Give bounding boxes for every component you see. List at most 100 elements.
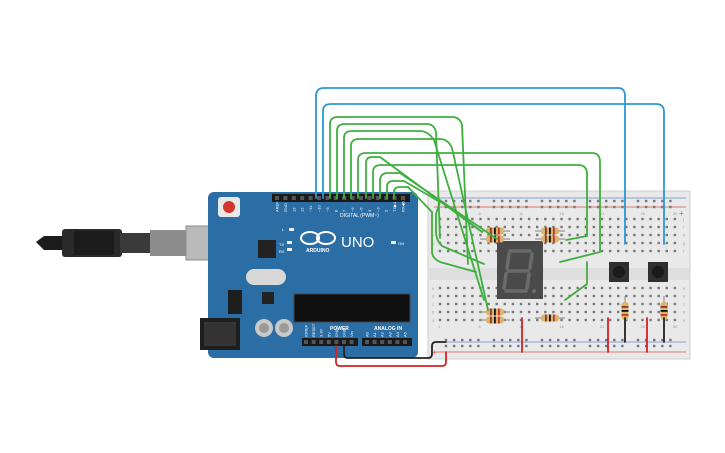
breadboard-hole[interactable] bbox=[560, 294, 563, 298]
power-rail-hole[interactable] bbox=[573, 338, 576, 342]
power-rail-hole[interactable] bbox=[565, 338, 568, 342]
breadboard-hole[interactable] bbox=[560, 217, 563, 221]
breadboard-hole[interactable] bbox=[576, 233, 579, 237]
breadboard-hole[interactable] bbox=[576, 225, 579, 229]
breadboard-hole[interactable] bbox=[487, 294, 490, 298]
breadboard-hole[interactable] bbox=[625, 318, 628, 322]
power-rail-hole[interactable] bbox=[636, 199, 640, 203]
breadboard-hole[interactable] bbox=[633, 225, 636, 229]
breadboard-hole[interactable] bbox=[527, 233, 531, 237]
breadboard-hole[interactable] bbox=[446, 318, 450, 322]
breadboard-hole[interactable] bbox=[568, 286, 571, 290]
power-rail-hole[interactable] bbox=[565, 199, 568, 203]
breadboard-hole[interactable] bbox=[568, 225, 571, 229]
breadboard-hole[interactable] bbox=[544, 294, 547, 298]
breadboard-hole[interactable] bbox=[584, 233, 587, 237]
power-rail-hole[interactable] bbox=[588, 338, 592, 342]
analog-pin[interactable] bbox=[372, 340, 377, 344]
breadboard-hole[interactable] bbox=[592, 294, 596, 298]
breadboard-hole[interactable] bbox=[608, 286, 612, 290]
breadboard-hole[interactable] bbox=[438, 286, 442, 290]
breadboard-hole[interactable] bbox=[446, 225, 450, 229]
power-rail-hole[interactable] bbox=[661, 199, 664, 203]
breadboard-hole[interactable] bbox=[455, 217, 458, 221]
digital-pin[interactable] bbox=[325, 196, 330, 200]
power-rail-hole[interactable] bbox=[653, 199, 656, 203]
breadboard-hole[interactable] bbox=[600, 233, 604, 237]
power-rail-hole[interactable] bbox=[588, 199, 592, 203]
power-rail-hole[interactable] bbox=[477, 344, 480, 348]
resistor[interactable] bbox=[480, 235, 510, 243]
breadboard-hole[interactable] bbox=[519, 310, 523, 314]
breadboard-hole[interactable] bbox=[608, 318, 612, 322]
breadboard-hole[interactable] bbox=[552, 310, 555, 314]
power-rail-hole[interactable] bbox=[621, 338, 624, 342]
breadboard-hole[interactable] bbox=[560, 310, 563, 314]
breadboard-hole[interactable] bbox=[495, 249, 498, 253]
breadboard-hole[interactable] bbox=[511, 318, 515, 322]
power-rail-hole[interactable] bbox=[525, 344, 528, 348]
digital-pin[interactable] bbox=[350, 196, 355, 200]
power-pin[interactable] bbox=[349, 340, 354, 344]
power-rail-hole[interactable] bbox=[636, 344, 640, 348]
breadboard-hole[interactable] bbox=[463, 286, 466, 290]
breadboard-hole[interactable] bbox=[673, 318, 677, 322]
power-rail-hole[interactable] bbox=[461, 205, 464, 209]
wire-blue-1[interactable] bbox=[315, 87, 626, 245]
power-rail-hole[interactable] bbox=[492, 338, 496, 342]
breadboard-hole[interactable] bbox=[560, 233, 563, 237]
breadboard-hole[interactable] bbox=[479, 217, 482, 221]
power-rail-hole[interactable] bbox=[444, 338, 448, 342]
resistor[interactable] bbox=[535, 227, 565, 235]
breadboard-hole[interactable] bbox=[471, 318, 474, 322]
breadboard-hole[interactable] bbox=[568, 217, 571, 221]
breadboard-hole[interactable] bbox=[560, 241, 563, 245]
power-rail-hole[interactable] bbox=[525, 205, 528, 209]
power-rail-hole[interactable] bbox=[653, 205, 656, 209]
breadboard-hole[interactable] bbox=[665, 225, 668, 229]
breadboard-hole[interactable] bbox=[641, 318, 644, 322]
breadboard-hole[interactable] bbox=[673, 310, 677, 314]
breadboard-hole[interactable] bbox=[633, 249, 636, 253]
breadboard-hole[interactable] bbox=[641, 233, 644, 237]
power-rail-hole[interactable] bbox=[613, 344, 616, 348]
breadboard-hole[interactable] bbox=[617, 302, 620, 306]
breadboard-hole[interactable] bbox=[544, 233, 547, 237]
power-rail-hole[interactable] bbox=[669, 199, 672, 203]
breadboard-hole[interactable] bbox=[641, 249, 644, 253]
breadboard-hole[interactable] bbox=[673, 225, 677, 229]
breadboard-hole[interactable] bbox=[503, 217, 506, 221]
resistor[interactable] bbox=[535, 314, 565, 322]
resistor[interactable] bbox=[480, 308, 510, 316]
breadboard-hole[interactable] bbox=[568, 249, 571, 253]
breadboard-hole[interactable] bbox=[665, 294, 668, 298]
power-rail-hole[interactable] bbox=[605, 344, 608, 348]
wire-green-3[interactable] bbox=[343, 130, 485, 301]
power-pin[interactable] bbox=[334, 340, 339, 344]
breadboard-hole[interactable] bbox=[511, 225, 515, 229]
wire-blue-2[interactable] bbox=[322, 103, 665, 245]
power-rail-hole[interactable] bbox=[444, 344, 448, 348]
breadboard-hole[interactable] bbox=[446, 249, 450, 253]
breadboard-hole[interactable] bbox=[455, 294, 458, 298]
breadboard-hole[interactable] bbox=[463, 318, 466, 322]
power-rail-hole[interactable] bbox=[469, 199, 472, 203]
breadboard-hole[interactable] bbox=[463, 310, 466, 314]
breadboard-hole[interactable] bbox=[641, 302, 644, 306]
power-rail-hole[interactable] bbox=[517, 338, 520, 342]
breadboard-hole[interactable] bbox=[471, 225, 474, 229]
breadboard-hole[interactable] bbox=[592, 318, 596, 322]
breadboard-hole[interactable] bbox=[665, 217, 668, 221]
breadboard-hole[interactable] bbox=[649, 217, 652, 221]
breadboard-hole[interactable] bbox=[552, 302, 555, 306]
breadboard-hole[interactable] bbox=[584, 241, 587, 245]
breadboard-hole[interactable] bbox=[625, 233, 628, 237]
digital-pin[interactable] bbox=[275, 196, 279, 200]
power-rail-hole[interactable] bbox=[517, 205, 520, 209]
breadboard-hole[interactable] bbox=[617, 241, 620, 245]
breadboard-hole[interactable] bbox=[568, 233, 571, 237]
breadboard-hole[interactable] bbox=[487, 286, 490, 290]
breadboard-hole[interactable] bbox=[560, 249, 563, 253]
power-pin[interactable] bbox=[311, 340, 316, 344]
